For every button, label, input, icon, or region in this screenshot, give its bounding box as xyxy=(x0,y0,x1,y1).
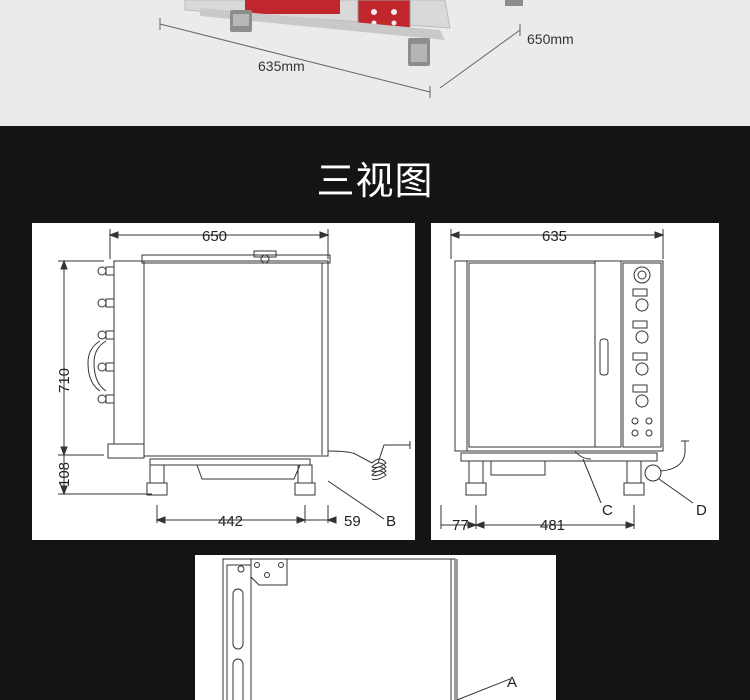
section-title: 三视图 xyxy=(316,159,434,203)
photo-width-label: 650mm xyxy=(527,31,574,47)
product-photo-band: 635mm 650mm xyxy=(0,0,750,126)
side-dim-leg-span: 442 xyxy=(218,513,243,530)
side-view-panel: 650 710 108 442 59 B xyxy=(32,223,415,540)
detail-view-drawing: A xyxy=(222,558,517,700)
callout-d: D xyxy=(696,502,707,519)
side-dim-width: 650 xyxy=(202,228,227,245)
photo-depth-label: 635mm xyxy=(258,58,305,74)
side-dim-height: 710 xyxy=(56,368,73,393)
product-photo: 635mm 650mm xyxy=(159,0,574,98)
side-dim-leg-height: 108 xyxy=(56,462,73,487)
front-dim-left: 77 xyxy=(452,517,469,534)
front-view-drawing: 635 77 481 C D xyxy=(440,228,707,534)
side-view-drawing: 650 710 108 442 59 B xyxy=(56,228,411,530)
detail-view-panel: A xyxy=(195,555,556,700)
callout-c: C xyxy=(602,502,613,519)
side-dim-offset: 59 xyxy=(344,513,361,530)
front-view-panel: 635 77 481 C D xyxy=(431,223,719,540)
front-dim-leg-span: 481 xyxy=(540,517,565,534)
callout-b: B xyxy=(386,513,396,530)
callout-a: A xyxy=(507,674,517,691)
front-dim-width: 635 xyxy=(542,228,567,245)
